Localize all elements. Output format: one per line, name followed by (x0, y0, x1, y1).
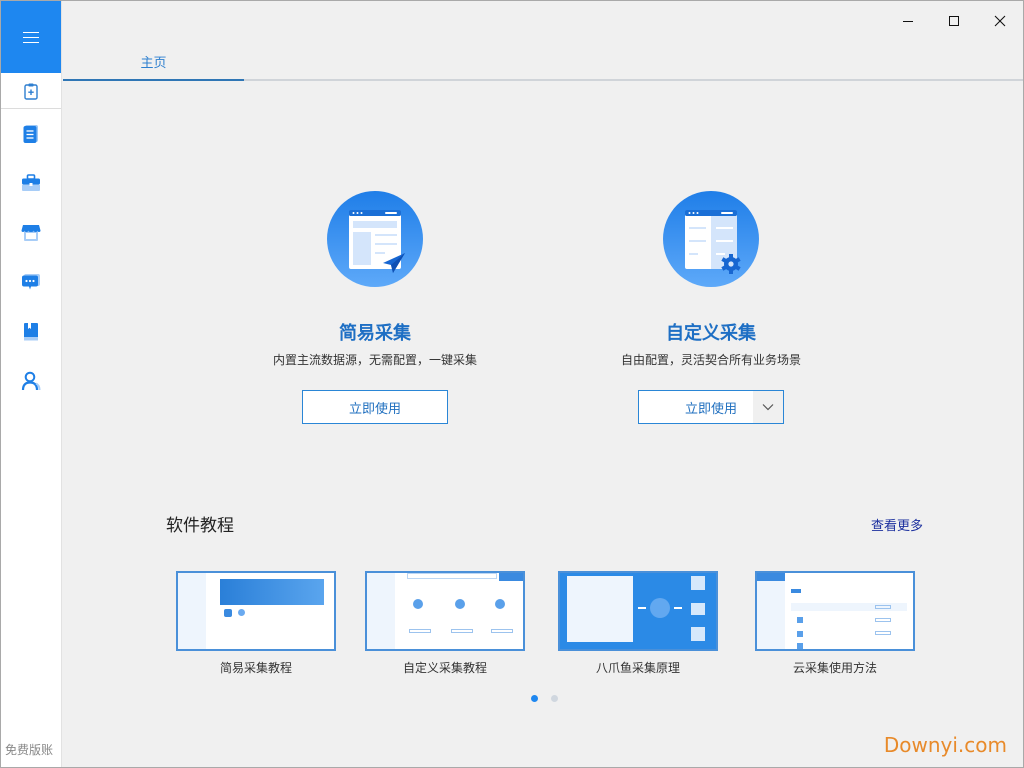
use-now-button[interactable]: 立即使用 (684, 401, 737, 417)
sidebar: 免费版账 (1, 1, 62, 767)
page-dot-2[interactable] (551, 695, 558, 702)
tutorial-card-label: 简易采集教程 (219, 661, 292, 675)
tab-bar: 主页 (63, 41, 1023, 81)
tutorial-card[interactable]: 云采集使用方法 (755, 571, 915, 676)
document-list-icon (23, 124, 38, 143)
tutorial-thumbnail (176, 571, 336, 651)
close-icon (994, 15, 1006, 27)
tutorial-card-label: 八爪鱼采集原理 (595, 661, 680, 675)
sidebar-item-market[interactable] (1, 208, 61, 258)
tutorial-thumbnail (755, 571, 915, 651)
tutorial-thumbnail (365, 571, 525, 651)
tab-active-indicator (63, 79, 244, 81)
tutorial-card-label: 云采集使用方法 (792, 661, 877, 675)
view-more-link[interactable]: 查看更多 (871, 519, 924, 534)
minimize-button[interactable] (885, 1, 931, 41)
maximize-button[interactable] (931, 1, 977, 41)
clipboard-plus-icon (24, 83, 38, 100)
feature-description: 内置主流数据源，无需配置，一键采集 (272, 353, 477, 367)
store-icon (21, 224, 41, 241)
dropdown-toggle[interactable] (753, 391, 783, 423)
gear-browser-icon (663, 191, 759, 287)
tutorial-card-label: 自定义采集教程 (402, 661, 487, 675)
new-task-button[interactable] (1, 73, 61, 109)
toolbox-icon (22, 174, 40, 192)
feature-simple-collection: 简易采集 内置主流数据源，无需配置，一键采集 立即使用 (245, 191, 505, 424)
tab-divider (63, 79, 1023, 81)
use-now-button[interactable]: 立即使用 (302, 390, 448, 424)
section-title: 软件教程 (166, 516, 234, 536)
feature-title: 简易采集 (339, 323, 411, 344)
sidebar-item-account[interactable] (1, 357, 61, 407)
tutorial-thumbnail (558, 571, 718, 651)
hamburger-icon (23, 31, 39, 43)
feature-title: 自定义采集 (666, 323, 756, 344)
maximize-icon (949, 16, 959, 26)
use-now-split-button: 立即使用 (638, 390, 784, 424)
chevron-down-icon (762, 404, 774, 411)
minimize-icon (903, 21, 913, 22)
chat-icon (22, 274, 40, 290)
close-button[interactable] (977, 1, 1023, 41)
book-icon (24, 322, 38, 341)
free-version-label: 免费版账 (5, 743, 54, 757)
user-icon (21, 371, 41, 391)
tutorial-card[interactable]: 八爪鱼采集原理 (558, 571, 718, 676)
tutorial-card[interactable]: 自定义采集教程 (365, 571, 525, 676)
tab-home[interactable]: 主页 (140, 55, 167, 71)
watermark: Downyi.com (883, 733, 1007, 757)
feature-description: 自由配置，灵活契合所有业务场景 (620, 353, 801, 367)
page-dot-1[interactable] (531, 695, 538, 702)
window-controls (885, 1, 1023, 41)
menu-button[interactable] (1, 1, 61, 73)
sidebar-item-toolbox[interactable] (1, 159, 61, 209)
carousel-pagination (531, 695, 558, 702)
sidebar-item-tasks[interactable] (1, 109, 61, 159)
paper-plane-browser-icon (327, 191, 423, 287)
sidebar-item-tutorials[interactable] (1, 307, 61, 357)
feature-custom-collection: 自定义采集 自由配置，灵活契合所有业务场景 立即使用 (581, 191, 841, 424)
tutorial-card[interactable]: 简易采集教程 (176, 571, 336, 676)
sidebar-item-messages[interactable] (1, 258, 61, 308)
